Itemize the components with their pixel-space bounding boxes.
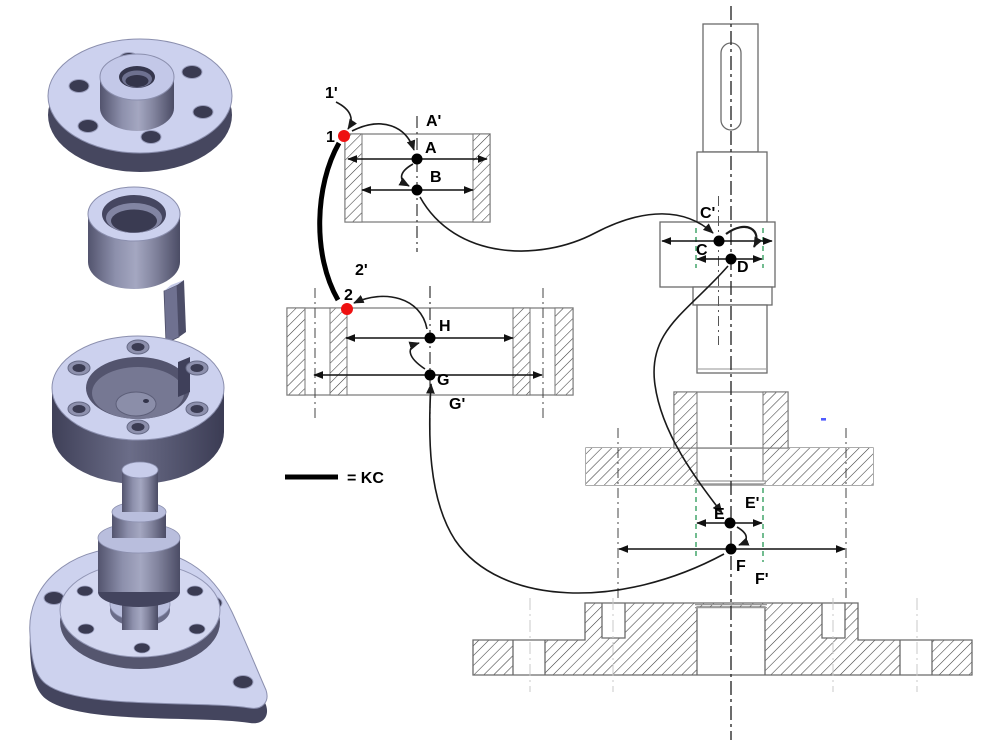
exploded-view-3d bbox=[29, 38, 268, 724]
tolerance-diagram: 1' 1 A' A B 2' 2 H G G' C' C D E' E F F'… bbox=[285, 6, 973, 740]
boss-bore-deep bbox=[125, 75, 149, 87]
label-a-prime: A' bbox=[426, 113, 441, 130]
oval-flange-holes bbox=[76, 566, 206, 654]
chain-arrow-g-to-h bbox=[408, 341, 426, 370]
label-g-prime: G' bbox=[449, 396, 465, 413]
section-pedestal-flange bbox=[585, 391, 874, 600]
label-g: G bbox=[437, 372, 449, 389]
point-e-dot bbox=[724, 517, 736, 529]
shaft-lower-section bbox=[696, 304, 768, 374]
point-b-dot bbox=[411, 184, 423, 196]
shaft-visible-in-bore bbox=[115, 391, 157, 417]
point-c-dot bbox=[713, 235, 725, 247]
label-c: C bbox=[696, 242, 708, 259]
shaft-pin-hole bbox=[143, 399, 149, 403]
label-d: D bbox=[737, 259, 749, 276]
pedestal-base-hatch-left bbox=[586, 448, 697, 485]
section-bushing bbox=[344, 116, 491, 252]
ring-hatch-4 bbox=[554, 307, 574, 396]
section-base-plate bbox=[472, 598, 973, 692]
chain-points bbox=[338, 130, 737, 555]
ring-hatch-2 bbox=[329, 307, 348, 396]
base-plate-profile bbox=[472, 602, 973, 676]
point-g-dot bbox=[424, 369, 436, 381]
ring-counterbore-holes bbox=[67, 339, 209, 435]
shaft-top bbox=[121, 461, 159, 479]
shaft-collar bbox=[98, 538, 180, 592]
key-side bbox=[177, 280, 186, 337]
shaft-mid-section bbox=[696, 151, 768, 223]
plate-construction-lines bbox=[529, 598, 918, 692]
label-e: E bbox=[714, 506, 725, 523]
point-f-dot bbox=[725, 543, 737, 555]
label-2-prime: 2' bbox=[355, 262, 368, 279]
label-c-prime: C' bbox=[700, 205, 715, 222]
point-a-dot bbox=[411, 153, 423, 165]
ring-keyway-notch bbox=[178, 357, 190, 397]
chain-arrow-f-to-g bbox=[426, 383, 725, 594]
kc-line bbox=[317, 141, 342, 302]
bushing-left-wall-hatch bbox=[344, 133, 363, 223]
kc-legend: = KC bbox=[285, 470, 384, 487]
label-a: A bbox=[425, 140, 437, 157]
blue-artifact-mark bbox=[821, 418, 826, 421]
ring-hatch-3 bbox=[512, 307, 531, 396]
chain-arrow-c-to-d bbox=[725, 225, 763, 248]
chain-arrow-a-to-b bbox=[398, 163, 414, 187]
chain-arrow-e-to-f bbox=[736, 526, 750, 546]
label-f: F bbox=[736, 558, 746, 575]
label-f-prime: F' bbox=[755, 571, 769, 588]
label-1-prime: 1' bbox=[325, 85, 338, 102]
point-d-dot bbox=[725, 253, 737, 265]
kc-legend-label: = KC bbox=[347, 470, 384, 487]
bushing-right-wall-hatch bbox=[472, 133, 491, 223]
part-shaft bbox=[97, 461, 181, 630]
key-top bbox=[164, 280, 184, 291]
part-key bbox=[163, 280, 186, 344]
part-top-flange bbox=[47, 38, 233, 172]
chain-arrow-d-to-e bbox=[653, 265, 729, 514]
chain-arrow-b-to-c bbox=[419, 196, 714, 252]
green-guide-lines bbox=[695, 228, 764, 562]
shaft-seg1 bbox=[122, 470, 158, 512]
part-bushing bbox=[87, 186, 181, 289]
pedestal-hub-hatch-left bbox=[673, 391, 698, 449]
label-e-prime: E' bbox=[745, 495, 759, 512]
chain-arrow-1prime-to-1 bbox=[335, 101, 357, 130]
key-front bbox=[163, 284, 180, 344]
red-dot-2 bbox=[341, 303, 353, 315]
label-2: 2 bbox=[344, 287, 353, 304]
drawing-shaft bbox=[659, 23, 776, 374]
point-h-dot bbox=[424, 332, 436, 344]
chain-arrows bbox=[335, 101, 763, 594]
chain-arrow-h-to-2 bbox=[353, 294, 428, 330]
red-dot-1 bbox=[338, 130, 350, 142]
ring-hatch-1 bbox=[286, 307, 306, 396]
label-b: B bbox=[430, 169, 442, 186]
chain-arrow-1-to-a bbox=[351, 123, 416, 151]
pedestal-base-hatch-right bbox=[763, 448, 873, 485]
label-1: 1 bbox=[326, 129, 335, 146]
part-clamp-ring bbox=[51, 335, 225, 484]
chain-point-labels: 1' 1 A' A B 2' 2 H G G' C' C D E' E F F' bbox=[325, 85, 769, 588]
flange-bolt-holes bbox=[68, 52, 214, 144]
bushing-bore-deep bbox=[111, 209, 157, 233]
pedestal-hub-hatch-right bbox=[762, 391, 789, 449]
label-h: H bbox=[439, 318, 451, 335]
